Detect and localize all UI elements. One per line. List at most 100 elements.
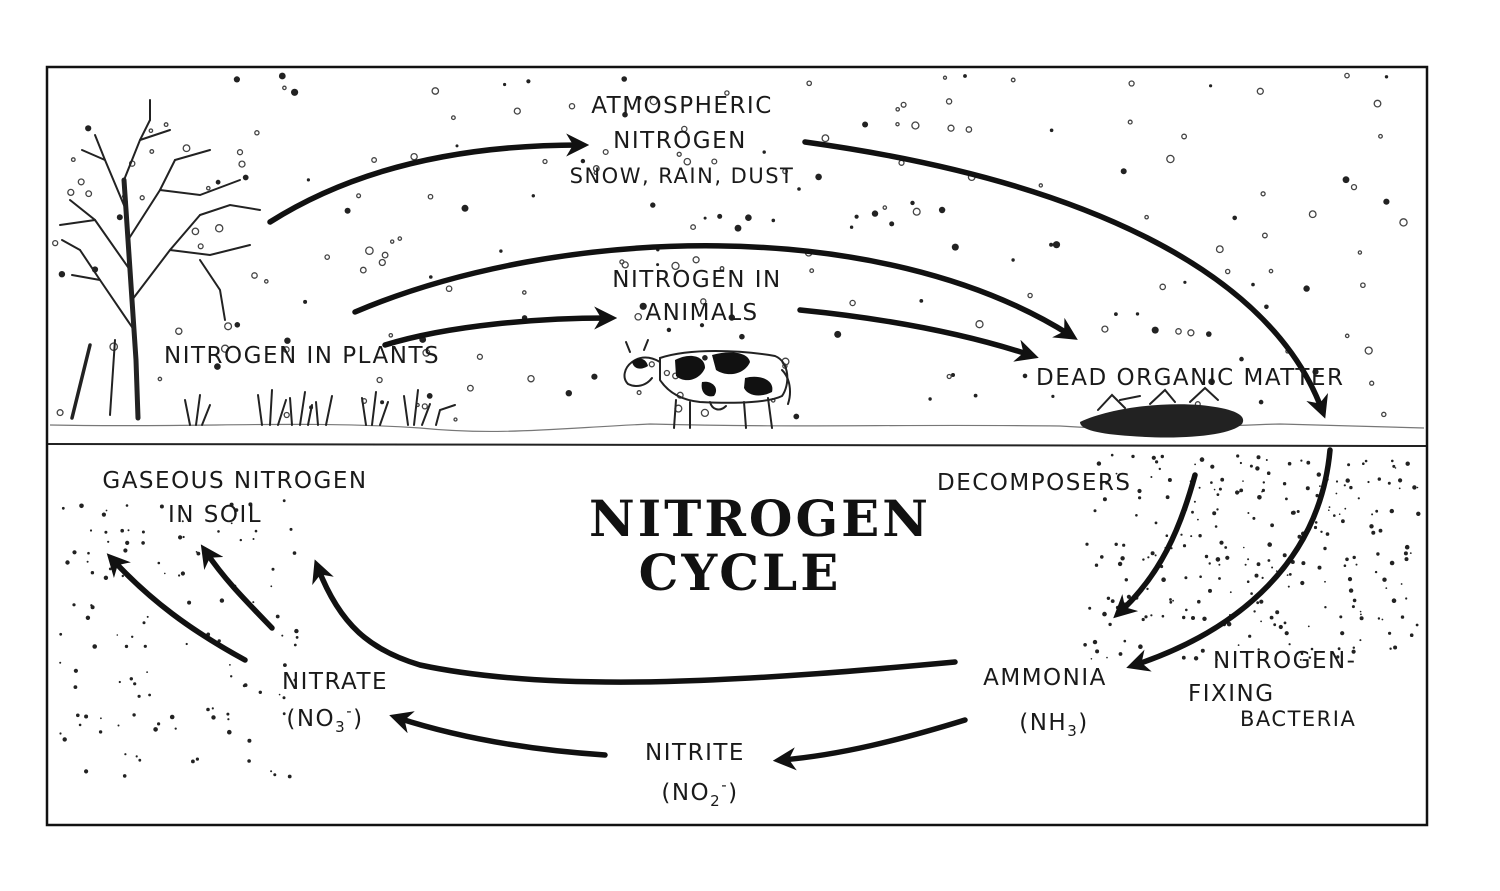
snowflake bbox=[476, 353, 484, 360]
snowflake bbox=[1350, 183, 1358, 191]
soil-speck bbox=[1381, 618, 1384, 621]
soil-speck bbox=[278, 693, 281, 696]
snowflake bbox=[700, 298, 707, 305]
soil-speck bbox=[1160, 454, 1165, 459]
snowflake bbox=[56, 409, 64, 417]
soil-speck bbox=[124, 753, 127, 756]
soil-speck bbox=[1102, 611, 1107, 617]
snowflake bbox=[1258, 399, 1264, 405]
soil-speck bbox=[1362, 462, 1365, 466]
soil-speck bbox=[1352, 555, 1356, 560]
snowflake bbox=[220, 344, 230, 353]
snowflake bbox=[663, 369, 671, 377]
snowflake bbox=[724, 90, 730, 96]
snowflake bbox=[359, 266, 367, 274]
soil-speck bbox=[1088, 606, 1092, 610]
soil-speck bbox=[1300, 580, 1305, 586]
soil-speck bbox=[121, 574, 125, 578]
soil-speck bbox=[1197, 518, 1199, 521]
snowflake bbox=[283, 411, 290, 419]
snowflake bbox=[946, 373, 952, 380]
soil-speck bbox=[1250, 592, 1253, 595]
soil-speck bbox=[187, 600, 192, 605]
soil-speck bbox=[1391, 598, 1397, 603]
soil-speck bbox=[1273, 623, 1277, 627]
soil-speck bbox=[1339, 615, 1343, 619]
snowflake bbox=[963, 74, 967, 78]
soil-speck bbox=[182, 535, 185, 539]
soil-speck bbox=[178, 574, 181, 577]
snowflake bbox=[263, 279, 269, 284]
soil-speck bbox=[292, 551, 297, 555]
soil-speck bbox=[1190, 535, 1193, 538]
snowflake bbox=[282, 346, 290, 354]
soil-speck bbox=[1243, 546, 1245, 549]
snowflake bbox=[648, 361, 655, 368]
snowflake bbox=[1369, 380, 1375, 386]
label-nitrate-formula: (NO3-) bbox=[286, 702, 363, 736]
snowflake bbox=[1312, 368, 1319, 375]
soil-speck bbox=[116, 634, 119, 636]
soil-speck bbox=[1316, 472, 1322, 477]
soil-speck bbox=[1239, 488, 1244, 493]
soil-speck bbox=[1297, 534, 1302, 539]
snowflake bbox=[671, 261, 680, 271]
soil-speck bbox=[1315, 493, 1319, 498]
snowflake bbox=[513, 107, 521, 115]
snowflake bbox=[1260, 191, 1266, 197]
soil-speck bbox=[1216, 493, 1220, 496]
snowflake bbox=[900, 101, 907, 108]
soil-speck bbox=[1210, 481, 1213, 484]
soil-speck bbox=[174, 727, 177, 730]
snowflake bbox=[1181, 133, 1188, 140]
snowflake bbox=[666, 327, 672, 333]
soil-speck bbox=[79, 503, 84, 509]
soil-speck bbox=[229, 664, 231, 666]
soil-speck bbox=[270, 770, 273, 773]
soil-speck bbox=[1364, 459, 1368, 463]
snowflake bbox=[621, 76, 627, 82]
soil-speck bbox=[1288, 643, 1291, 646]
snowflake bbox=[681, 125, 688, 133]
snowflake bbox=[1144, 214, 1149, 220]
soil-speck bbox=[258, 690, 262, 694]
snowflake bbox=[52, 239, 59, 247]
soil-speck bbox=[1286, 574, 1289, 576]
snowflake bbox=[1049, 242, 1054, 247]
label-nitrogen-in-animals-line2: ANIMALS bbox=[645, 300, 758, 326]
soil-speck bbox=[1237, 644, 1240, 646]
soil-speck bbox=[1377, 617, 1381, 620]
soil-speck bbox=[1118, 652, 1123, 656]
soil-speck bbox=[1267, 542, 1272, 547]
soil-speck bbox=[1137, 488, 1142, 494]
soil-speck bbox=[1377, 477, 1382, 481]
soil-speck bbox=[1341, 519, 1345, 524]
soil-speck bbox=[1083, 643, 1087, 647]
diagram-frame bbox=[45, 65, 1429, 827]
soil-speck bbox=[1360, 613, 1362, 616]
soil-speck bbox=[1412, 485, 1417, 490]
soil-speck bbox=[1291, 510, 1296, 515]
soil-speck bbox=[135, 755, 138, 758]
snowflake bbox=[1101, 325, 1109, 333]
soil-speck bbox=[1400, 583, 1403, 585]
snowflake bbox=[1357, 250, 1363, 255]
arrow-atmosphere-to-nitrogen-fixing bbox=[802, 139, 1328, 419]
snowflake bbox=[951, 373, 955, 377]
soil-speck bbox=[178, 535, 183, 540]
snowflake bbox=[1344, 333, 1350, 339]
snowflake bbox=[1135, 312, 1140, 316]
soil-speck bbox=[1338, 513, 1341, 515]
soil-speck bbox=[1256, 562, 1261, 567]
soil-speck bbox=[211, 715, 216, 720]
soil-speck bbox=[1085, 542, 1089, 546]
soil-speck bbox=[1288, 573, 1292, 576]
snowflake bbox=[1114, 312, 1118, 316]
soil-speck bbox=[1299, 658, 1302, 661]
snowflake bbox=[421, 403, 428, 410]
snowflake bbox=[521, 290, 527, 295]
soil-speck bbox=[90, 604, 93, 607]
soil-speck bbox=[1167, 478, 1172, 482]
snowflake bbox=[1128, 80, 1135, 87]
soil-speck bbox=[1314, 521, 1318, 524]
